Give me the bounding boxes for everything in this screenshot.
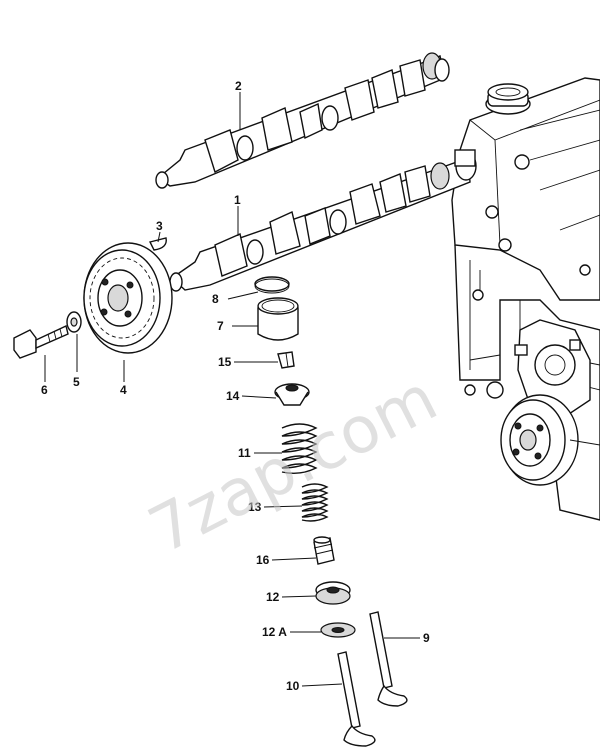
camshaft-lower — [169, 149, 477, 292]
callout-12a: 12 A — [262, 625, 287, 639]
callout-12: 12 — [266, 590, 280, 604]
callout-16: 16 — [256, 553, 270, 567]
callout-14: 14 — [226, 389, 240, 403]
lower-spring-seat — [315, 581, 351, 605]
camshaft-sprocket — [83, 242, 173, 354]
woodruff-key — [148, 237, 167, 251]
callout-13: 13 — [248, 500, 262, 514]
valve-cotters — [277, 351, 295, 369]
washer-12a — [320, 622, 356, 638]
callout-9: 9 — [423, 631, 430, 645]
camshaft-upper — [155, 52, 450, 189]
callout-10: 10 — [286, 679, 300, 693]
washer — [66, 311, 82, 333]
callout-8: 8 — [212, 292, 219, 306]
leader-lines — [44, 92, 420, 687]
valve-stem-seal — [313, 536, 335, 565]
inner-valve-spring — [301, 483, 329, 522]
crankshaft-pulley — [500, 394, 600, 486]
outer-valve-spring — [281, 423, 318, 475]
callout-1: 1 — [234, 193, 241, 207]
bolt — [13, 325, 69, 359]
exhaust-valve — [369, 611, 408, 707]
engine-block — [451, 77, 600, 521]
callout-5: 5 — [73, 375, 80, 389]
callout-15: 15 — [218, 355, 232, 369]
intake-valve — [337, 651, 376, 747]
callout-7: 7 — [217, 319, 224, 333]
callout-2: 2 — [235, 79, 242, 93]
callout-4: 4 — [120, 383, 127, 397]
bucket-tappet — [257, 297, 299, 341]
callout-11: 11 — [238, 446, 251, 460]
callout-3: 3 — [156, 219, 163, 233]
upper-spring-retainer — [274, 383, 310, 406]
adjusting-disc — [254, 276, 290, 294]
callout-6: 6 — [41, 383, 48, 397]
